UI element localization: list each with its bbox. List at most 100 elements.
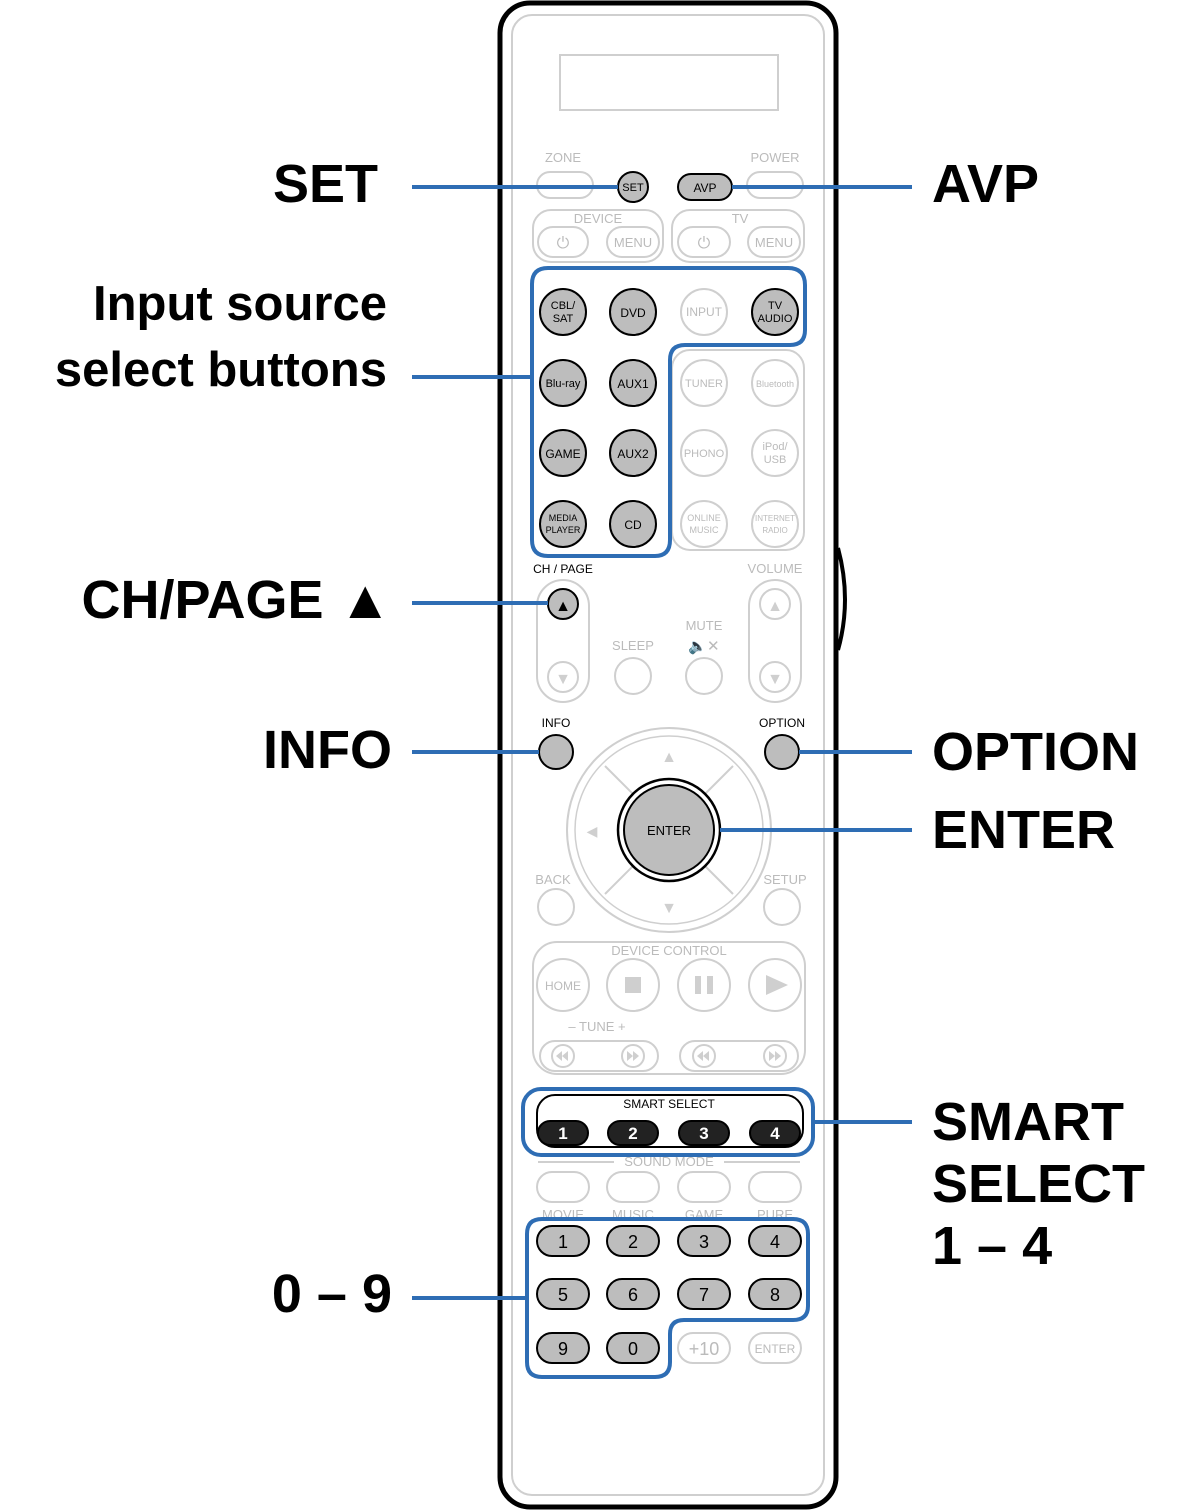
mute-label: MUTE xyxy=(686,618,723,633)
dpad-up-icon[interactable]: ▲ xyxy=(661,749,677,766)
aux2-button[interactable] xyxy=(609,429,657,477)
info-button[interactable] xyxy=(538,734,574,770)
volume-side-bump xyxy=(836,547,847,651)
pause-icon-bar-2 xyxy=(707,976,713,994)
skip-back-button[interactable] xyxy=(551,1044,575,1068)
back-button[interactable] xyxy=(537,888,575,926)
number-0-button[interactable] xyxy=(606,1332,660,1364)
tv-menu-button[interactable] xyxy=(747,226,801,258)
phono-button[interactable] xyxy=(680,429,728,477)
number-5-button[interactable] xyxy=(536,1278,590,1310)
tune-group xyxy=(539,1040,659,1072)
power-label: POWER xyxy=(750,150,799,165)
smart-select-1-button[interactable] xyxy=(537,1120,589,1146)
device-power-button[interactable] xyxy=(537,226,589,258)
option-button[interactable] xyxy=(764,734,800,770)
ch-page-down-icon: ▼ xyxy=(555,671,571,688)
number-0-label: 0 xyxy=(628,1339,638,1359)
rewind-button[interactable] xyxy=(692,1044,716,1068)
back-label: BACK xyxy=(535,872,571,887)
cd-label: CD xyxy=(624,518,642,532)
movie-mode-button[interactable] xyxy=(536,1171,590,1203)
info-label: INFO xyxy=(542,716,571,730)
volume-down-button[interactable] xyxy=(759,661,791,693)
dvd-button[interactable] xyxy=(609,288,657,336)
smart-select-4-button[interactable] xyxy=(749,1120,801,1146)
smart-select-2-button[interactable] xyxy=(607,1120,659,1146)
tuner-button[interactable] xyxy=(680,359,728,407)
number-2-label: 2 xyxy=(628,1232,638,1252)
number-3-label: 3 xyxy=(699,1232,709,1252)
number-6-button[interactable] xyxy=(606,1278,660,1310)
device-menu-button[interactable] xyxy=(606,226,660,258)
volume-rocker xyxy=(748,579,802,703)
number-7-button[interactable] xyxy=(677,1278,731,1310)
ch-page-down-button[interactable] xyxy=(547,661,579,693)
number-6-label: 6 xyxy=(628,1285,638,1305)
stop-button[interactable] xyxy=(606,958,660,1012)
number-2-button[interactable] xyxy=(606,1225,660,1257)
number-3-button[interactable] xyxy=(677,1225,731,1257)
game-mode-button[interactable] xyxy=(677,1171,731,1203)
number-enter-label: ENTER xyxy=(755,1342,796,1356)
number-1-button[interactable] xyxy=(536,1225,590,1257)
bluray-label: Blu-ray xyxy=(546,378,581,390)
internet-radio-label-2: RADIO xyxy=(762,526,787,535)
number-keys-highlight xyxy=(525,1217,810,1379)
smart-select-3-button[interactable] xyxy=(678,1120,730,1146)
game-button[interactable] xyxy=(539,429,587,477)
setup-button[interactable] xyxy=(763,888,801,926)
callout-input-source-line2: select buttons xyxy=(54,343,387,397)
pause-button[interactable] xyxy=(677,958,731,1012)
media-player-button[interactable] xyxy=(539,500,587,548)
sleep-button[interactable] xyxy=(614,657,652,695)
tv-audio-button[interactable] xyxy=(751,288,799,336)
avp-button-label: AVP xyxy=(693,181,716,195)
skip-forward-button[interactable] xyxy=(621,1044,645,1068)
enter-button-label: ENTER xyxy=(647,823,691,838)
music-mode-button[interactable] xyxy=(606,1171,660,1203)
search-group xyxy=(679,1040,799,1072)
tune-label: – TUNE + xyxy=(568,1019,625,1034)
bluray-button[interactable] xyxy=(539,359,587,407)
device-control-group xyxy=(532,941,806,1075)
number-8-label: 8 xyxy=(770,1285,780,1305)
ipod-usb-button[interactable] xyxy=(751,429,799,477)
number-enter-button[interactable] xyxy=(748,1332,802,1364)
cbl-sat-button[interactable] xyxy=(539,288,587,336)
ch-page-up-icon: ▲ xyxy=(555,598,571,615)
callout-enter: ENTER xyxy=(932,800,1116,860)
cd-button[interactable] xyxy=(609,500,657,548)
smart-select-buttons: 1 2 3 4 xyxy=(537,1120,801,1146)
dpad-left-icon[interactable]: ◀ xyxy=(587,823,598,839)
fast-forward-button[interactable] xyxy=(763,1044,787,1068)
sound-mode-label: SOUND MODE xyxy=(624,1154,714,1169)
skip-back-icon xyxy=(556,1051,568,1061)
number-4-button[interactable] xyxy=(748,1225,802,1257)
plus10-button[interactable] xyxy=(677,1332,731,1364)
enter-button[interactable] xyxy=(623,784,715,876)
dpad-down-icon[interactable]: ▼ xyxy=(661,900,677,917)
online-music-button[interactable] xyxy=(680,500,728,548)
tuner-label: TUNER xyxy=(685,378,723,390)
callout-smart-line1: SMART xyxy=(932,1092,1124,1152)
number-8-button[interactable] xyxy=(748,1278,802,1310)
number-9-label: 9 xyxy=(558,1339,568,1359)
home-button[interactable] xyxy=(536,958,590,1012)
mute-button[interactable] xyxy=(685,657,723,695)
callout-zero-nine: 0 – 9 xyxy=(271,1264,392,1324)
input-button[interactable] xyxy=(680,288,728,336)
tv-power-button[interactable] xyxy=(677,226,731,258)
number-9-button[interactable] xyxy=(536,1332,590,1364)
internet-radio-button[interactable] xyxy=(751,500,799,548)
number-1-label: 1 xyxy=(558,1232,568,1252)
skip-forward-icon xyxy=(627,1051,639,1061)
volume-up-button[interactable] xyxy=(759,588,791,620)
pure-mode-button[interactable] xyxy=(748,1171,802,1203)
play-button[interactable] xyxy=(748,958,802,1012)
aux1-button[interactable] xyxy=(609,359,657,407)
ipod-usb-label-2: USB xyxy=(764,454,787,466)
device-power-icon: ⏻ xyxy=(557,235,570,252)
device-label: DEVICE xyxy=(574,211,623,226)
bluetooth-button[interactable] xyxy=(751,359,799,407)
